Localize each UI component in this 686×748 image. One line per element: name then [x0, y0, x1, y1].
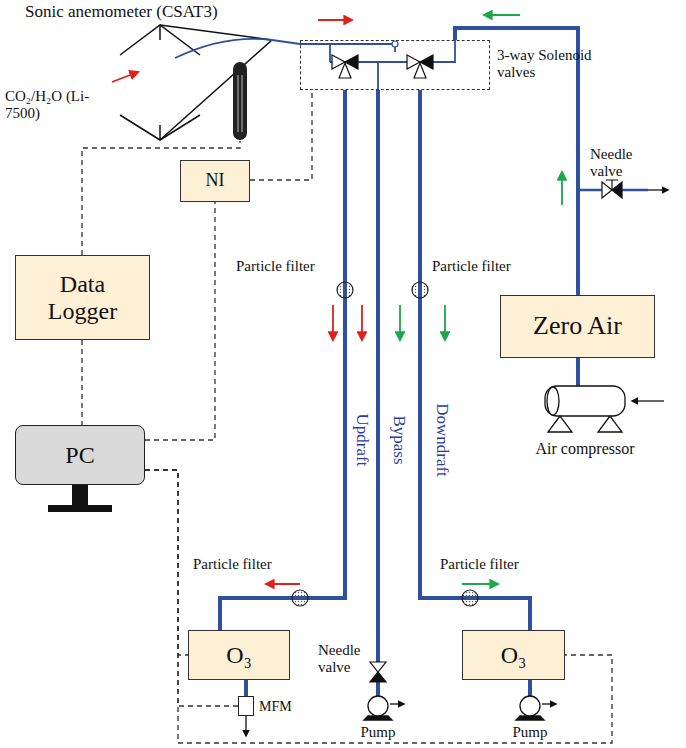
- zero-air-box: Zero Air: [500, 295, 655, 358]
- part-label: Particle filter: [432, 258, 532, 275]
- sample-tube: [420, 90, 530, 630]
- mass-flow-meter: MFM: [238, 696, 254, 716]
- sonic-anemometer: [120, 25, 272, 140]
- part-label: Particle filter: [440, 556, 540, 573]
- pump-tube: [528, 680, 532, 696]
- ozone-analyzer: O₃: [188, 630, 290, 680]
- solenoid-valve-symbols: [330, 40, 455, 90]
- part-label: Pump: [510, 724, 550, 741]
- sample-tube: [244, 680, 248, 696]
- part-label: CO₂/H₂O (Li-7500): [5, 88, 105, 121]
- part-label: Air compressor: [520, 440, 650, 458]
- part-label: Needle valve: [590, 146, 660, 179]
- computer-monitor: PC: [15, 425, 145, 485]
- exhaust-arrow: [245, 716, 246, 736]
- box-label: Data Logger: [38, 271, 128, 324]
- flow-arrows: [112, 15, 562, 584]
- line-label: Downdraft: [433, 403, 452, 477]
- signal-wire: [250, 90, 312, 180]
- box-label: O₃: [226, 642, 252, 668]
- part-label: Needle valve: [318, 642, 368, 675]
- needle-valve-symbol: [370, 662, 386, 682]
- part-label: Pump: [358, 724, 398, 741]
- interface-box: NI: [180, 160, 250, 202]
- vent-arrow: [648, 189, 668, 190]
- line-label: Updraft: [353, 414, 372, 467]
- air-compressor-symbol: [545, 386, 664, 432]
- sample-inlet-tube: [175, 39, 330, 62]
- box-label: O₃: [501, 642, 527, 668]
- box-label: Zero Air: [533, 312, 622, 341]
- box-label: PC: [65, 442, 94, 468]
- ozone-analyzer: O₃: [462, 630, 565, 680]
- logger-box: Data Logger: [15, 255, 150, 340]
- pump-symbol: [516, 696, 556, 720]
- bypass-tube: [376, 90, 380, 696]
- part-label: Particle filter: [236, 258, 336, 275]
- li7500-sensor: [233, 62, 247, 140]
- outside-label: 3-way Solenoid valves: [497, 47, 592, 80]
- signal-wire: [145, 470, 188, 655]
- line-label: Bypass: [390, 415, 409, 464]
- box-label: NI: [206, 171, 225, 191]
- signal-wire: [81, 340, 82, 425]
- part-label: Sonic anemometer (CSAT3): [25, 3, 285, 22]
- signal-wire: [145, 202, 215, 440]
- compressor-tube: [576, 358, 580, 386]
- needle-valve-symbol: [602, 180, 622, 198]
- part-label: Particle filter: [193, 556, 293, 573]
- solenoid-valve-box: 3-way Solenoid valves: [300, 40, 490, 90]
- pump-symbol: [364, 696, 404, 720]
- outside-label: MFM: [259, 699, 309, 714]
